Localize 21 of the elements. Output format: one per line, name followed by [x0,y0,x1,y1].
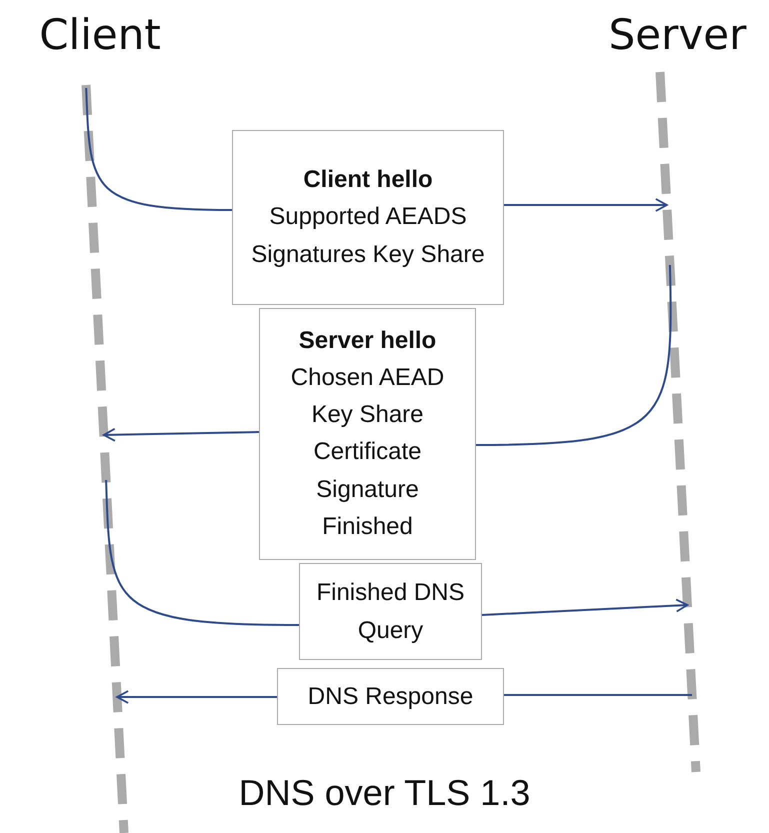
message-title: Server hello [298,326,436,356]
connector-line [476,264,672,446]
message-box [299,563,482,660]
arrow [482,598,688,616]
participant-label: Client [38,10,162,59]
arrow [116,690,277,704]
message-box [277,668,504,725]
connector-line [85,88,232,211]
arrow [102,428,260,442]
message-box [259,308,476,560]
message-text: Supported AEADS Signatures Key Share [250,202,486,270]
connector-line [504,694,692,696]
participant-label: Server [608,10,748,59]
message-text: Finished DNS Query [315,578,466,646]
message-text: DNS Response [308,682,474,712]
connector-line [105,480,300,626]
message-title: Client hello [303,165,433,196]
arrow [504,198,668,212]
caption: DNS over TLS 1.3 [238,772,530,814]
message-text: Chosen AEAD Key Share Certificate Signature Finished [290,363,446,542]
message-box [232,130,504,305]
